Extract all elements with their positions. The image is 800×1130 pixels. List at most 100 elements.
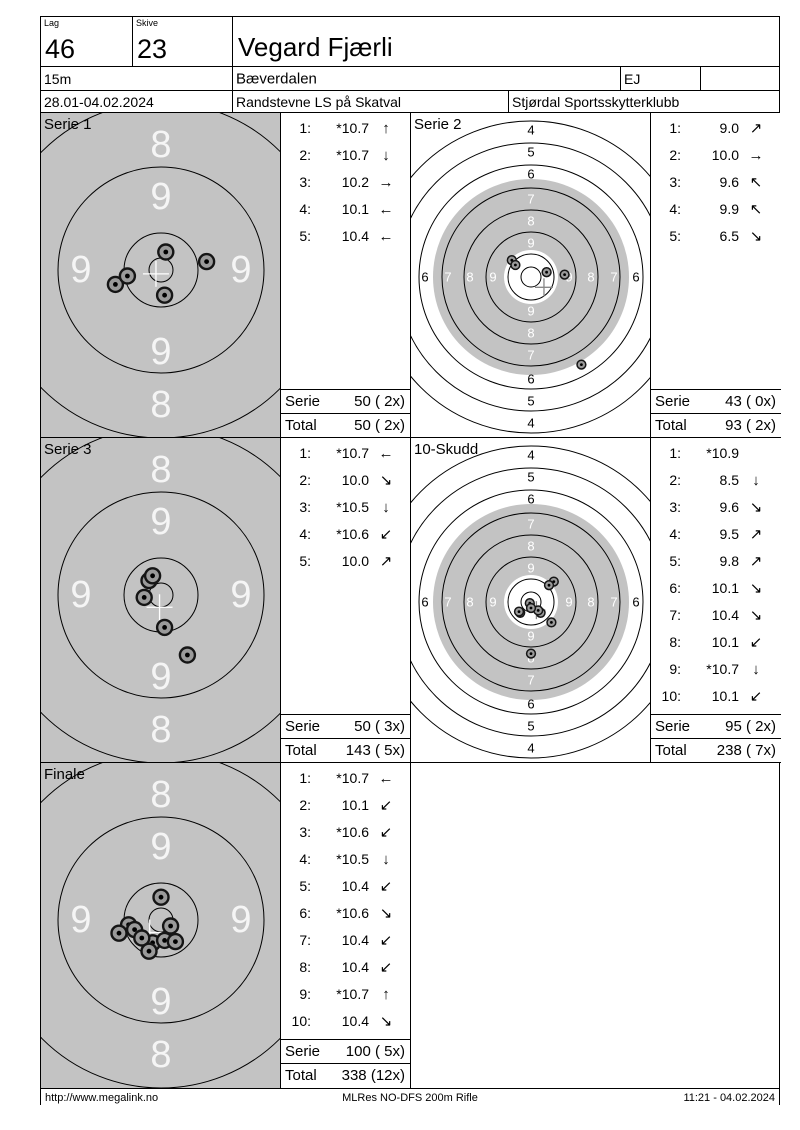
- score-panel-serie-3: 1:*10.7←2:10.0↘3:*10.5↓4:*10.6↙5:10.0↗ S…: [281, 438, 411, 763]
- ring-number: 7: [610, 595, 617, 610]
- score-panel-finale: 1:*10.7←2:10.1↙3:*10.6↙4:*10.5↓5:10.4↙6:…: [281, 763, 411, 1088]
- shot-direction-arrow: ↙: [379, 932, 393, 949]
- shot-direction-arrow: ↗: [749, 553, 763, 570]
- shot-value: *10.7: [336, 445, 369, 461]
- program-info: MLRes NO-DFS 200m Rifle: [342, 1092, 478, 1104]
- ring-number: 5: [527, 394, 534, 409]
- ring-number: 8: [466, 595, 473, 610]
- ring-number: 5: [527, 470, 534, 485]
- shot-list: 1:*10.7←2:10.0↘3:*10.5↓4:*10.6↙5:10.0↗: [281, 440, 410, 575]
- shot-row: 2:10.1↙: [281, 792, 410, 819]
- ring-circle: [411, 467, 650, 737]
- shot-number: 1:: [299, 120, 311, 136]
- shot-row: 5:6.5↘: [651, 223, 781, 250]
- ring-number: 6: [421, 595, 428, 610]
- shot-hole-center: [141, 595, 147, 600]
- total-label: Total: [285, 1067, 317, 1084]
- shot-row: 8:10.1↙: [651, 629, 781, 656]
- shot-hole-center: [139, 935, 145, 941]
- ring-number: 5: [527, 145, 534, 160]
- shot-row: 10:10.4↘: [281, 1008, 410, 1035]
- shooter-name-cell: Vegard Fjærli: [233, 17, 779, 66]
- ring-number: 9: [527, 304, 534, 319]
- shot-direction-arrow: ↘: [749, 607, 763, 624]
- ring-circle: [485, 556, 577, 648]
- shot-direction-arrow: ↘: [379, 1013, 393, 1030]
- shot-hole-center: [113, 282, 118, 287]
- shot-row: 5:10.0↗: [281, 548, 410, 575]
- shot-number: 1:: [669, 445, 681, 461]
- ring-number: 6: [632, 595, 639, 610]
- target-panel-serie-2: Serie 2 45678998765467899876: [411, 113, 651, 438]
- shot-row: 5:10.4←: [281, 223, 410, 250]
- shot-number: 5:: [669, 228, 681, 244]
- shot-number: 8:: [669, 634, 681, 650]
- date-range: 28.01-04.02.2024: [44, 93, 154, 110]
- shot-number: 3:: [669, 174, 681, 190]
- shot-row: 9:*10.7↑: [281, 981, 410, 1008]
- shot-number: 8:: [299, 959, 311, 975]
- shot-value: 10.1: [341, 797, 369, 813]
- shot-row: 4:*10.5↓: [281, 846, 410, 873]
- shot-number: 2:: [299, 797, 311, 813]
- shot-value: 10.4: [341, 878, 369, 894]
- shot-value: *10.6: [336, 526, 369, 542]
- ring-number: 8: [527, 214, 534, 229]
- ring-number: 7: [527, 517, 534, 532]
- shot-number: 4:: [669, 201, 681, 217]
- skive-label: Skive: [136, 18, 159, 28]
- header-row-identity: Lag 46 Skive 23 Vegard Fjærli: [41, 17, 779, 67]
- shot-value: 10.1: [711, 688, 739, 704]
- shot-row: 1:*10.7←: [281, 765, 410, 792]
- shot-value: 10.4: [341, 1013, 369, 1029]
- shot-hole-center: [529, 652, 533, 655]
- shot-hole-center: [514, 263, 517, 267]
- ring-number: 8: [150, 384, 171, 426]
- ring-number: 8: [587, 595, 594, 610]
- shot-direction-arrow: →: [378, 174, 394, 191]
- total-label: Total: [655, 742, 687, 759]
- shot-value: *10.5: [336, 851, 369, 867]
- shot-number: 4:: [299, 851, 311, 867]
- shot-value: *10.9: [706, 445, 739, 461]
- shot-row: 4:9.9↖: [651, 196, 781, 223]
- ring-number: 9: [527, 561, 534, 576]
- lag-cell: Lag 46: [41, 17, 133, 66]
- total-value: 143 ( 5x): [345, 742, 405, 759]
- ring-number: 7: [444, 595, 451, 610]
- shot-direction-arrow: ↙: [379, 526, 393, 543]
- ring-number: 6: [421, 270, 428, 285]
- megalink-url[interactable]: http://www.megalink.no: [45, 1092, 159, 1104]
- shot-value: 10.1: [711, 580, 739, 596]
- serie-score-row: Serie 50 ( 3x): [281, 714, 410, 738]
- total-score-row: Total 93 ( 2x): [651, 413, 781, 438]
- shot-number: 7:: [669, 607, 681, 623]
- total-label: Total: [655, 417, 687, 434]
- shot-direction-arrow: ←: [378, 201, 394, 218]
- shot-row: 3:*10.5↓: [281, 494, 410, 521]
- total-score-row: Total 338 (12x): [281, 1063, 410, 1088]
- ring-number: 9: [70, 899, 91, 941]
- shot-hole-center: [162, 625, 167, 630]
- ring-number: 8: [150, 1034, 171, 1076]
- shot-row: 2:10.0↘: [281, 467, 410, 494]
- lag-value: 46: [45, 34, 76, 64]
- serie-label: Serie: [655, 393, 691, 410]
- shot-row: 2:*10.7↓: [281, 142, 410, 169]
- shot-hole-center: [185, 652, 190, 658]
- shot-row: 9:*10.7↓: [651, 656, 781, 683]
- shooter-class: EJ: [624, 70, 641, 87]
- shot-value: 9.8: [719, 553, 739, 569]
- serie-value: 50 ( 2x): [354, 393, 405, 410]
- shot-row: 7:10.4↙: [281, 927, 410, 954]
- ring-circle: [57, 816, 265, 1024]
- shot-row: 3:9.6↖: [651, 169, 781, 196]
- shot-number: 1:: [299, 445, 311, 461]
- shot-row: 7:10.4↘: [651, 602, 781, 629]
- class-cell: EJ: [621, 67, 701, 90]
